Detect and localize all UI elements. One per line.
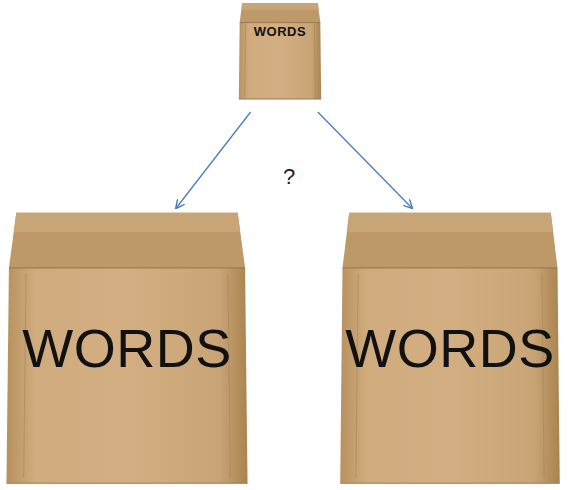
paper-bag xyxy=(238,2,322,100)
bag-label: WORDS xyxy=(338,317,562,379)
bag-label: WORDS xyxy=(238,24,322,39)
bag-node: WORDS xyxy=(238,2,322,100)
arrow-connector xyxy=(176,112,250,208)
arrow-connector xyxy=(318,112,412,208)
question-mark: ? xyxy=(283,164,295,190)
bag-node: WORDS xyxy=(4,210,250,486)
bag-node: WORDS xyxy=(338,210,562,486)
bag-label: WORDS xyxy=(4,317,250,379)
